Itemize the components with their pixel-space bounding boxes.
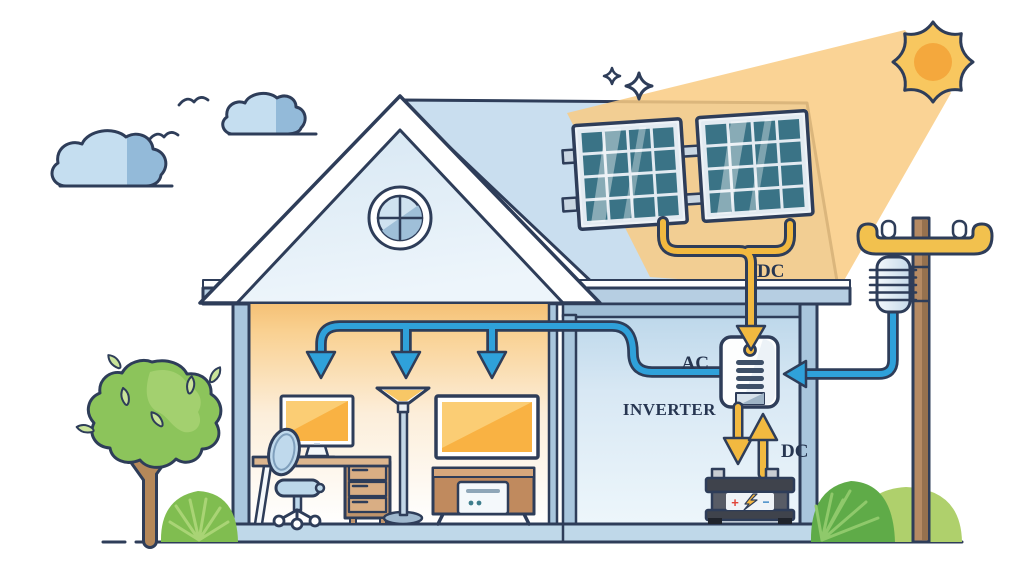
monitor [279, 394, 355, 459]
left-bush [160, 491, 238, 542]
round-window [367, 185, 433, 251]
foundation [231, 522, 819, 544]
cloud-right [221, 91, 318, 136]
label-inverter: INVERTER [623, 400, 716, 419]
grid-cable [798, 308, 899, 380]
solar-panels [561, 108, 815, 232]
battery-minus: − [762, 495, 769, 509]
arrow-down-3 [476, 350, 508, 380]
insulator [951, 219, 968, 240]
arrow-dc-to-inverter [735, 324, 767, 352]
bolt-icon [743, 493, 758, 511]
arrow-down-1 [305, 350, 337, 380]
label-dc-roof: DC [757, 261, 784, 282]
left-wall [231, 302, 251, 526]
sun-icon [891, 20, 975, 104]
desk-mirror [267, 427, 301, 477]
right-bush-front [810, 481, 895, 542]
tree [75, 351, 226, 549]
bird-icon [147, 96, 210, 142]
inverter-vents [736, 360, 764, 389]
drawer-unit [343, 460, 392, 525]
utility-ceiling-beam [561, 302, 802, 319]
panel-mount [561, 196, 579, 213]
transformer [868, 255, 918, 314]
label-dc-battery: DC [781, 441, 808, 462]
crossarm [856, 222, 994, 256]
solar-panel-right [695, 108, 815, 224]
tv-stand [431, 466, 536, 526]
dc-battery-arrows [722, 401, 779, 480]
label-ac: AC [682, 353, 709, 374]
battery-plus: + [731, 495, 739, 510]
dc-cable-roof [657, 216, 796, 336]
sparkle-icon [602, 66, 654, 101]
media-console [456, 480, 510, 516]
arrow-grid-to-inverter [782, 359, 808, 389]
battery: + − [704, 467, 796, 524]
divider-wall-a [547, 302, 559, 526]
tv [434, 394, 540, 460]
solar-panel-left [571, 117, 689, 232]
right-wall [798, 302, 819, 526]
desk [251, 394, 392, 531]
gable-roof [198, 94, 602, 305]
office-chair [272, 478, 326, 531]
arrow-down-2 [390, 350, 422, 380]
floor-lamp [375, 386, 431, 526]
ac-cable-house [315, 320, 736, 378]
desk-top [251, 455, 392, 468]
divider-wall-b [561, 313, 578, 526]
flow-arrows [305, 324, 808, 389]
cloud-left [50, 129, 174, 188]
insulator [880, 219, 897, 240]
